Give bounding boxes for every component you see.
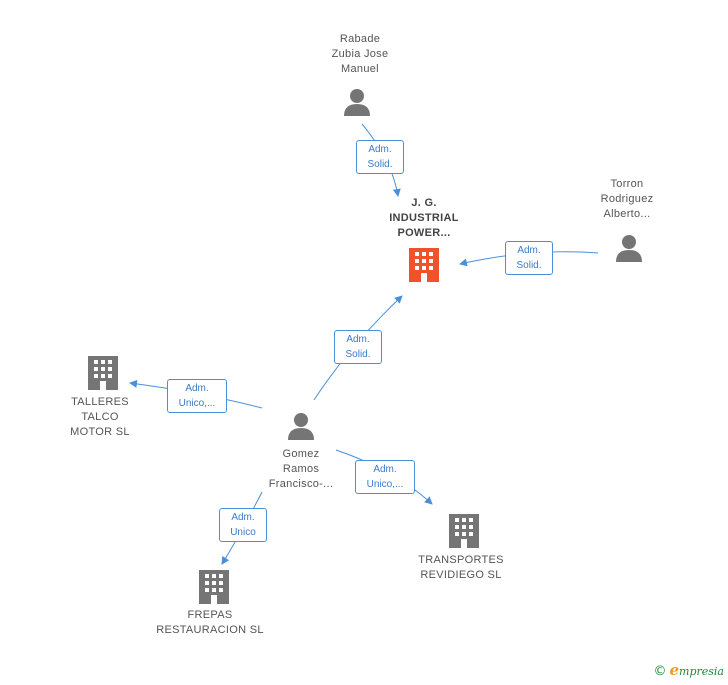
building-icon[interactable]: [449, 514, 479, 548]
person-icon[interactable]: [288, 413, 314, 440]
node-label-torron[interactable]: Torron Rodriguez Alberto...: [600, 178, 654, 220]
edge-label-gomez-talleres[interactable]: Adm. Unico,...: [167, 379, 227, 413]
node-label-transportes-revidiego[interactable]: TRANSPORTES REVIDIEGO SL: [418, 554, 504, 581]
edge-label-gomez-jg[interactable]: Adm. Solid.: [334, 330, 382, 364]
person-icon[interactable]: [616, 235, 642, 262]
empresia-logo[interactable]: ©empresia: [653, 661, 724, 679]
edge-label-torron-jg[interactable]: Adm. Solid.: [505, 241, 553, 275]
building-icon[interactable]: [199, 570, 229, 604]
edge-label-rabade-jg[interactable]: Adm. Solid.: [356, 140, 404, 174]
brand-name: mpresia: [679, 665, 724, 678]
copyright-symbol: ©: [653, 664, 667, 679]
person-icon[interactable]: [344, 89, 370, 116]
node-label-gomez[interactable]: Gomez Ramos Francisco-...: [268, 448, 334, 490]
edge-label-gomez-transportes[interactable]: Adm. Unico,...: [355, 460, 415, 494]
brand-initial: e: [669, 661, 680, 679]
building-icon[interactable]: [88, 356, 118, 390]
node-label-talleres-talco[interactable]: TALLERES TALCO MOTOR SL: [70, 396, 130, 438]
node-label-frepas-restauracion[interactable]: FREPAS RESTAURACION SL: [156, 609, 264, 636]
node-label-jg-industrial-power[interactable]: J. G. INDUSTRIAL POWER...: [389, 197, 459, 239]
edge-label-gomez-frepas[interactable]: Adm. Unico: [219, 508, 267, 542]
building-icon[interactable]: [409, 248, 439, 282]
node-label-rabade[interactable]: Rabade Zubia Jose Manuel: [331, 33, 389, 75]
